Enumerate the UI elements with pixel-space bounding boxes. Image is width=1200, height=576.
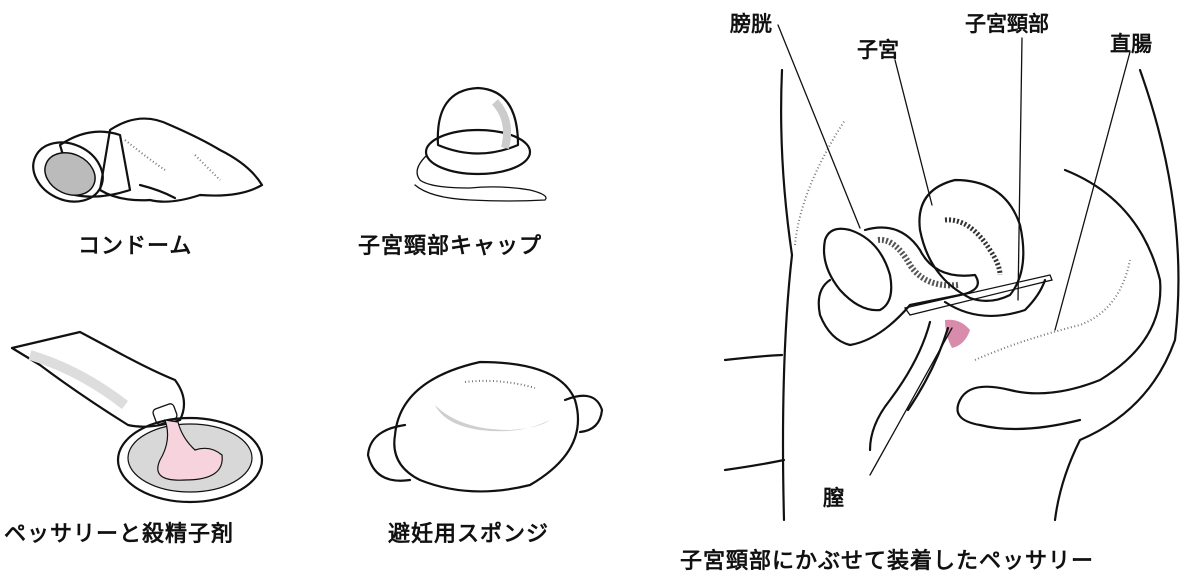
- label-rectum: 直腸: [1110, 32, 1152, 56]
- anatomy-caption: 子宮頸部にかぶせて装着したペッサリー: [680, 549, 1095, 574]
- cervical-cap-illustration: [414, 86, 547, 202]
- pelvic-cross-section-illustration: [723, 24, 1180, 522]
- method-label: 避妊用スポンジ: [388, 522, 550, 547]
- method-label: ペッサリーと殺精子剤: [4, 522, 235, 547]
- method-label: 子宮頸部キャップ: [358, 234, 543, 259]
- label-uterus: 子宮: [857, 38, 899, 62]
- contraceptive-sponge-illustration: [366, 360, 604, 493]
- label-cervix: 子宮頸部: [965, 12, 1049, 36]
- label-bladder: 膀胱: [730, 12, 772, 36]
- method-label: コンドーム: [78, 234, 193, 259]
- diaphragm-spermicide-illustration: [10, 330, 264, 504]
- condom-illustration: [32, 117, 264, 203]
- label-vagina: 膣: [823, 486, 844, 510]
